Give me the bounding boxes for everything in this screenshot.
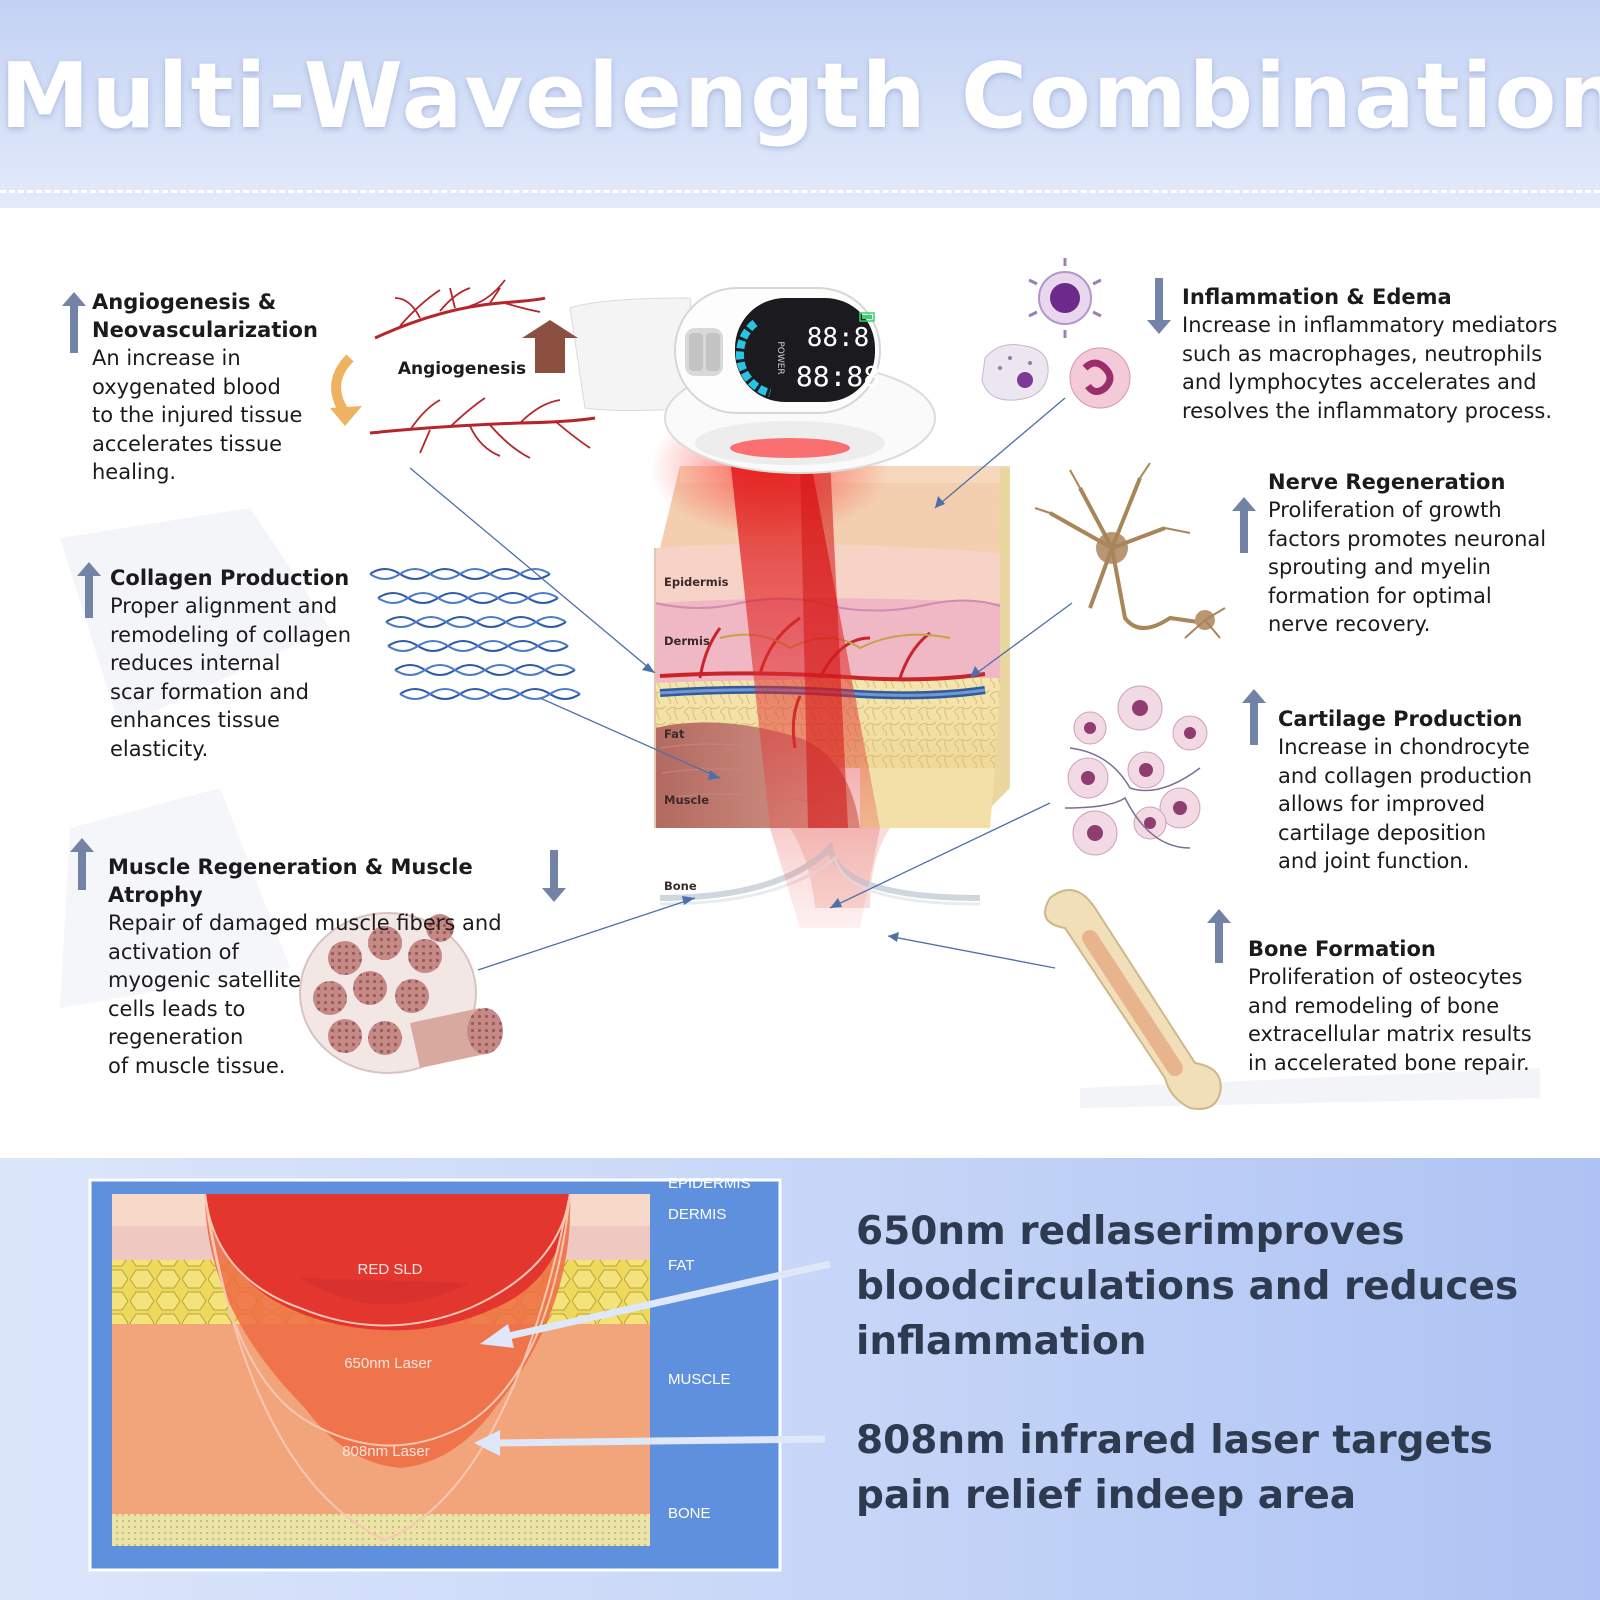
nerve-block: Nerve Regeneration Proliferation of grow… [1268,468,1588,639]
power-label: POWER [775,341,785,374]
depth-label-epidermis: EPIDERMIS [668,1175,751,1192]
display-digits-top: 88:8 [807,323,870,353]
nerve-up-arrow [1232,497,1256,553]
note-pointer-arrows [474,1260,831,1456]
bone-block: Bone Formation Proliferation of osteocyt… [1248,935,1588,1077]
angiogenesis-block: Angiogenesis & Neovascularization An inc… [92,288,362,487]
angiogenesis-up-arrow [62,292,86,353]
cartilage-body: Increase in chondrocyte and collagen pro… [1278,735,1533,873]
collagen-heading: Collagen Production [110,566,350,590]
indicator-arrows [62,278,1266,963]
display-digits-bottom: 88:88 [796,360,880,393]
banner-dashed-divider [0,190,1600,193]
neuron-illustration [1034,462,1226,639]
layer-label-dermis: Dermis [664,634,710,648]
muscle-fiber-bundle [299,912,503,1074]
cartilage-block: Cartilage Production Increase in chondro… [1278,705,1588,876]
cartilage-heading: Cartilage Production [1278,707,1523,731]
chondrocyte-cluster [1064,685,1208,856]
inflammation-down-arrow [1147,278,1171,334]
note-808nm: 808nm infrared laser targets pain relief… [856,1418,1493,1518]
muscle-block: Muscle Regeneration & Muscle Atrophy Rep… [108,853,568,1080]
depth-label-bone: BONE [668,1505,711,1522]
bone-body: Proliferation of osteocytes and remodeli… [1248,965,1532,1075]
collagen-helices [369,568,581,700]
title-banner [0,0,1600,208]
depth-label-fat: FAT [668,1257,694,1274]
layer-label-epidermis: Epidermis [664,575,729,589]
muscle-down-arrow [542,850,566,902]
collagen-body: Proper alignment and remodeling of colla… [110,594,352,761]
immune-cells [981,258,1131,409]
bone-heading: Bone Formation [1248,937,1436,961]
page-title: Multi-Wavelength Combination [0,44,1600,149]
layer-label-fat: Fat [664,727,685,741]
inflammation-block: Inflammation & Edema Increase in inflamm… [1182,283,1592,425]
depth-label-muscle: MUSCLE [668,1371,731,1388]
muscle-up-arrow [70,838,94,890]
tissue-effects-diagram: 88:8 88:88 POWER Angiogenesis [60,258,1540,1110]
layer-label-muscle: Muscle [664,793,709,807]
angiogenesis-label: Angiogenesis [398,359,526,379]
zone-label-650nm: 650nm Laser [344,1355,432,1372]
muscle-body: Repair of damaged muscle fibers and acti… [108,911,502,1078]
connector-lines [409,397,1073,971]
penetration-depth-diagram: RED SLD 650nm Laser 808nm Laser EPIDERMI… [88,1175,831,1572]
note-650nm: 650nm redlaserimproves bloodcirculations… [856,1209,1519,1364]
angiogenesis-body: An increase in oxygenated blood to the i… [92,346,303,484]
angiogenesis-illustration: Angiogenesis [330,279,596,459]
zone-label-red-sld: RED SLD [357,1261,422,1278]
depth-label-dermis: DERMIS [668,1206,726,1223]
laser-device: 88:8 88:88 POWER [569,287,936,474]
nerve-body: Proliferation of growth factors promotes… [1268,498,1547,636]
layer-label-bone: Bone [664,879,697,893]
muscle-heading: Muscle Regeneration & Muscle Atrophy [108,855,473,907]
bone-illustration [1044,889,1222,1110]
angiogenesis-heading: Angiogenesis & Neovascularization [92,290,318,342]
collagen-block: Collagen Production Proper alignment and… [110,564,380,763]
zone-label-808nm: 808nm Laser [342,1443,430,1460]
collagen-up-arrow [77,562,101,618]
cartilage-up-arrow [1242,689,1266,745]
inflammation-heading: Inflammation & Edema [1182,285,1452,309]
nerve-heading: Nerve Regeneration [1268,470,1506,494]
inflammation-body: Increase in inflammatory mediators such … [1182,313,1558,423]
bone-up-arrow [1207,909,1231,963]
